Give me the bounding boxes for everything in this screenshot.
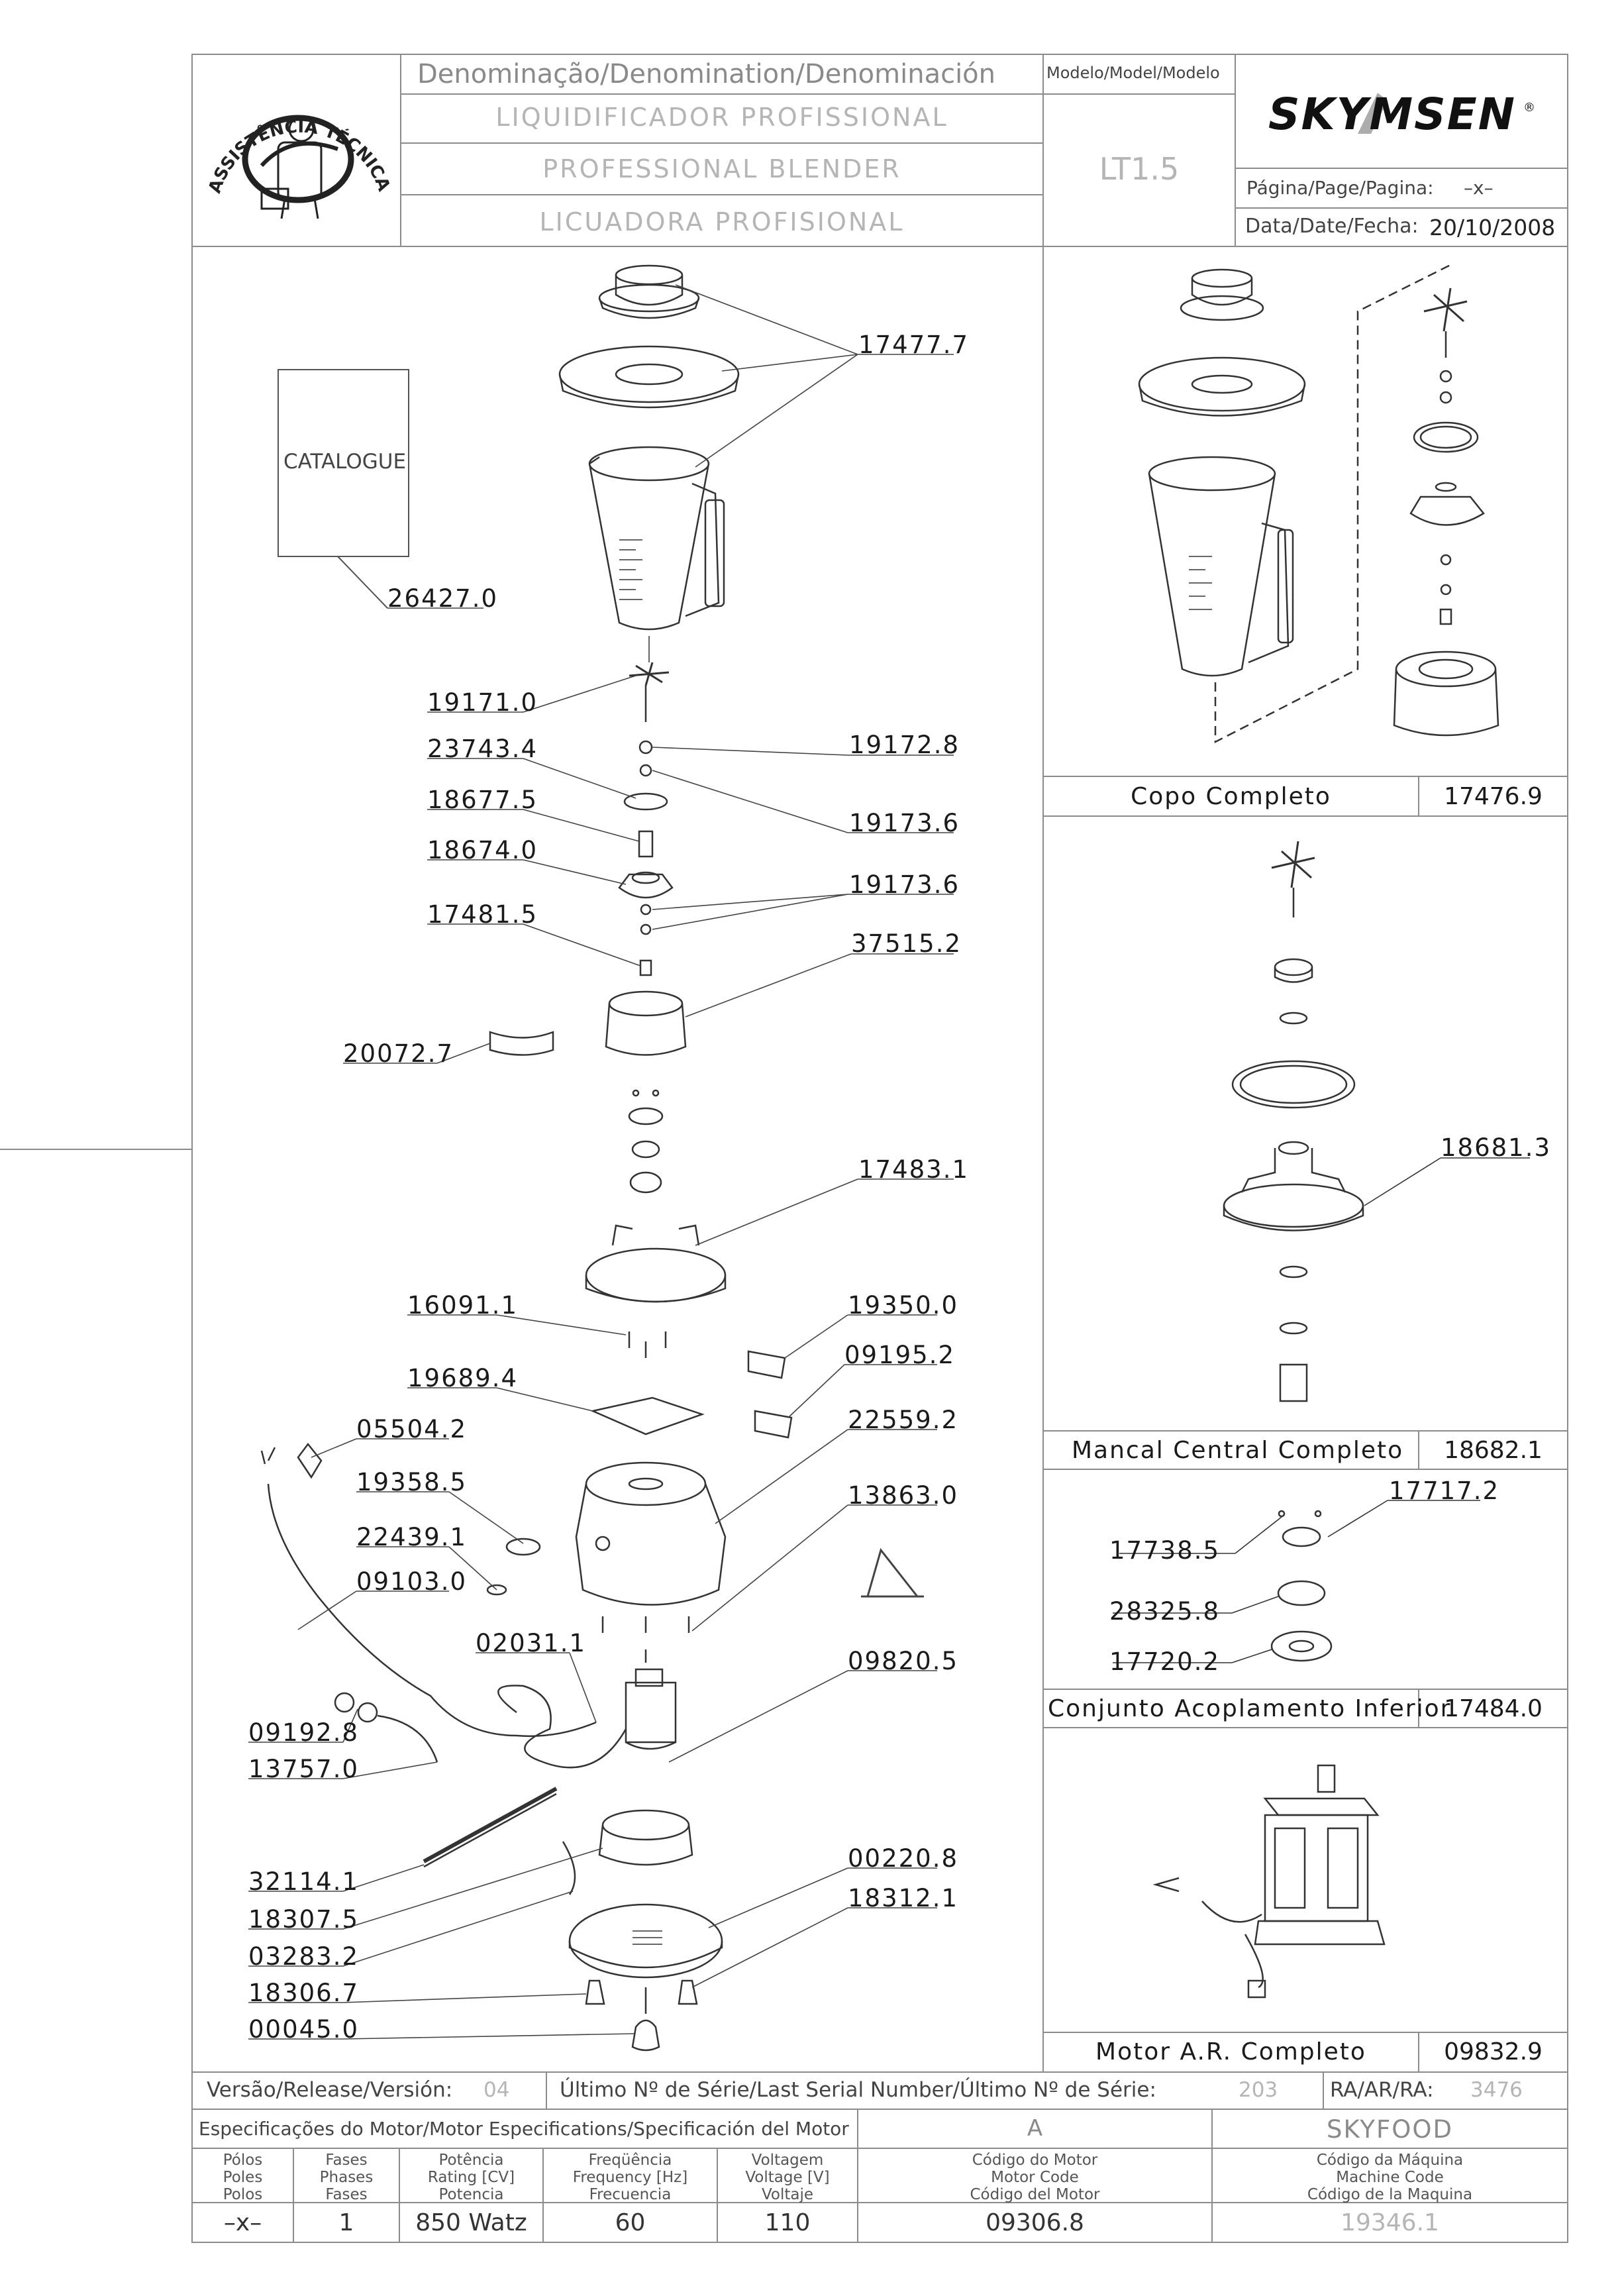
val-frequency: 60 <box>615 2209 646 2236</box>
lower-coupling-view <box>1113 1500 1480 1663</box>
val-motor-code: 09306.8 <box>986 2209 1084 2236</box>
ra-label: RA/AR/RA: <box>1330 2078 1434 2102</box>
date-value: 20/10/2008 <box>1429 215 1556 240</box>
part-number: 20072.7 <box>343 1039 454 1068</box>
motor-spec-title: Especificações do Motor/Motor Especifica… <box>199 2118 849 2140</box>
product-name-en: PROFESSIONAL BLENDER <box>542 154 901 183</box>
part-number: 37515.2 <box>851 929 962 958</box>
assembly-name: Mancal Central Completo <box>1072 1437 1404 1464</box>
product-name-es: LICUADORA PROFISIONAL <box>539 207 905 236</box>
part-number: 22559.2 <box>848 1406 959 1434</box>
exploded-view-main <box>260 264 793 2052</box>
central-bearing-view <box>1223 841 1530 1402</box>
part-number: 13863.0 <box>848 1481 959 1510</box>
model-value: LT1.5 <box>1099 151 1180 187</box>
part-number: 26427.0 <box>387 584 499 613</box>
seal-lettering: ASSISTÊNCIA TÉCNICA AUTORIZADA <box>0 0 395 199</box>
part-number: 23743.4 <box>427 735 538 763</box>
val-machine-code: 19346.1 <box>1341 2209 1439 2236</box>
part-number: 16091.1 <box>407 1291 519 1320</box>
col-motor-code: Código do Motor Motor Code Código del Mo… <box>970 2152 1100 2203</box>
part-number: 02031.1 <box>476 1629 587 1657</box>
part-number: 19358.5 <box>356 1468 468 1496</box>
part-number: 17481.5 <box>427 900 538 929</box>
part-number: 09192.8 <box>248 1718 360 1747</box>
assembly-code: 18682.1 <box>1444 1437 1543 1464</box>
part-number: 05504.2 <box>356 1415 468 1443</box>
part-number: 17717.2 <box>1389 1477 1500 1505</box>
authorized-service-seal <box>242 115 354 219</box>
val-rating: 850 Watz <box>415 2209 527 2236</box>
part-number: 32114.1 <box>248 1867 360 1896</box>
machine-name: SKYFOOD <box>1326 2115 1454 2144</box>
assembly-code: 09832.9 <box>1444 2038 1543 2065</box>
part-number: 28325.8 <box>1109 1597 1221 1626</box>
part-number: 03283.2 <box>248 1942 360 1971</box>
motor-letter: A <box>1027 2115 1043 2142</box>
catalogue-box <box>278 369 409 557</box>
part-number: 19171.0 <box>427 688 538 717</box>
svg-text:SKYMSEN: SKYMSEN <box>1268 89 1516 140</box>
part-number: 17483.1 <box>858 1155 970 1184</box>
col-voltage: Voltagem Voltage [V] Voltaje <box>745 2152 830 2203</box>
val-poles: –x– <box>223 2209 262 2236</box>
part-number: 18677.5 <box>427 786 538 814</box>
part-number: 17477.7 <box>858 331 970 359</box>
part-number: 18674.0 <box>427 836 538 864</box>
model-title: Modelo/Model/Modelo <box>1046 64 1220 82</box>
part-number: 17720.2 <box>1109 1647 1221 1676</box>
part-number: 22439.1 <box>356 1523 468 1551</box>
catalogue-label: CATALOGUE <box>283 450 407 474</box>
ra-value: 3476 <box>1470 2078 1523 2102</box>
part-number: 13757.0 <box>248 1755 360 1783</box>
part-number: 19173.6 <box>849 809 960 837</box>
version-label: Versão/Release/Versión: <box>207 2078 453 2102</box>
part-number: 09103.0 <box>356 1567 468 1596</box>
motor-assembly-view <box>1152 1764 1386 1999</box>
page-label: Página/Page/Pagina: <box>1246 177 1434 199</box>
part-number: 19689.4 <box>407 1364 519 1392</box>
part-number: 19350.0 <box>848 1291 959 1320</box>
val-phases: 1 <box>338 2209 354 2236</box>
part-number: 18681.3 <box>1441 1133 1552 1162</box>
val-voltage: 110 <box>764 2209 811 2236</box>
part-number: 00220.8 <box>848 1844 959 1873</box>
col-phases: Fases Phases Fases <box>319 2152 374 2203</box>
assembly-code: 17476.9 <box>1444 783 1543 810</box>
col-frequency: Freqüência Frequency [Hz] Frecuencia <box>572 2152 688 2203</box>
part-number: 18306.7 <box>248 1979 360 2007</box>
page-value: –x– <box>1464 177 1494 199</box>
part-number: 09820.5 <box>848 1647 959 1675</box>
leader-lines <box>248 284 954 2040</box>
assembly-code: 17484.0 <box>1444 1695 1543 1722</box>
part-number: 18312.1 <box>848 1884 959 1912</box>
serial-value: 203 <box>1239 2078 1278 2102</box>
version-value: 04 <box>483 2078 510 2102</box>
assembly-name: Copo Completo <box>1131 783 1331 810</box>
product-name-pt: LIQUIDIFICADOR PROFISSIONAL <box>495 103 948 132</box>
cup-assembly-view <box>1138 264 1499 744</box>
part-number: 18307.5 <box>248 1905 360 1934</box>
col-rating: Potência Rating [CV] Potencia <box>427 2152 515 2203</box>
part-number: 00045.0 <box>248 2015 360 2044</box>
brand-logo: SKYMSEN ® <box>1268 89 1535 140</box>
assembly-name: Conjunto Acoplamento Inferior <box>1048 1695 1452 1722</box>
denomination-title: Denominação/Denomination/Denominación <box>417 59 996 89</box>
part-number: 19172.8 <box>849 731 960 759</box>
date-label: Data/Date/Fecha: <box>1245 215 1419 238</box>
svg-text:®: ® <box>1523 101 1535 115</box>
col-machine-code: Código da Máquina Machine Code Código de… <box>1307 2152 1473 2203</box>
serial-label: Último Nº de Série/Last Serial Number/Úl… <box>560 2078 1156 2102</box>
part-number: 19173.6 <box>849 870 960 899</box>
part-number: 09195.2 <box>844 1341 956 1369</box>
part-number: 17738.5 <box>1109 1536 1221 1565</box>
col-poles: Pólos Poles Polos <box>223 2152 263 2203</box>
assembly-name: Motor A.R. Completo <box>1095 2038 1366 2065</box>
